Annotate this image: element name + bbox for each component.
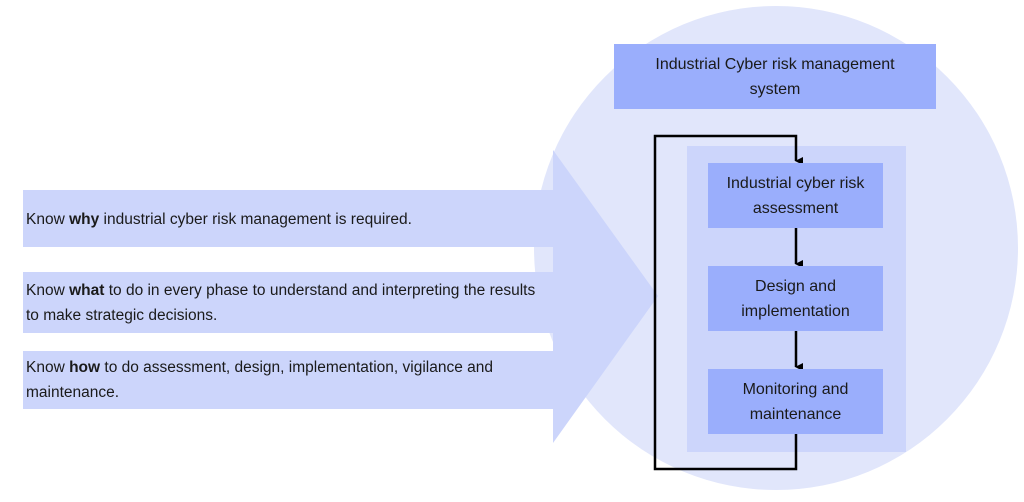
arrowhead-shape bbox=[553, 150, 658, 443]
arrow-band-what bbox=[23, 272, 554, 333]
knowledge-item-what: Know what to do in every phase to unders… bbox=[26, 278, 546, 328]
suffix: to do assessment, design, implementation… bbox=[26, 359, 493, 401]
knowledge-item-how: Know how to do assessment, design, imple… bbox=[26, 355, 546, 405]
keyword: why bbox=[69, 211, 100, 228]
prefix: Know bbox=[26, 359, 70, 376]
prefix: Know bbox=[26, 282, 70, 299]
arrow-band-why bbox=[23, 190, 554, 247]
arrow-band-how bbox=[23, 351, 554, 409]
suffix: to do in every phase to understand and i… bbox=[26, 282, 536, 324]
system-title: Industrial Cyber risk management system bbox=[655, 55, 895, 98]
knowledge-item-why: Know why industrial cyber risk managemen… bbox=[26, 207, 546, 232]
step-risk-assessment: Industrial cyber risk assessment bbox=[708, 163, 883, 228]
prefix: Know bbox=[26, 211, 70, 228]
step-label: Monitoring and maintenance bbox=[742, 380, 849, 423]
suffix: industrial cyber risk management is requ… bbox=[99, 211, 412, 228]
keyword: how bbox=[69, 359, 101, 376]
feedback-loop-line bbox=[653, 134, 803, 471]
step-design-implementation: Design and implementation bbox=[708, 266, 883, 331]
step-monitoring-maintenance: Monitoring and maintenance bbox=[708, 369, 883, 434]
keyword: what bbox=[69, 282, 105, 299]
step-label: Design and implementation bbox=[741, 277, 850, 320]
step-label: Industrial cyber risk assessment bbox=[726, 174, 865, 217]
system-title-box: Industrial Cyber risk management system bbox=[614, 44, 936, 109]
